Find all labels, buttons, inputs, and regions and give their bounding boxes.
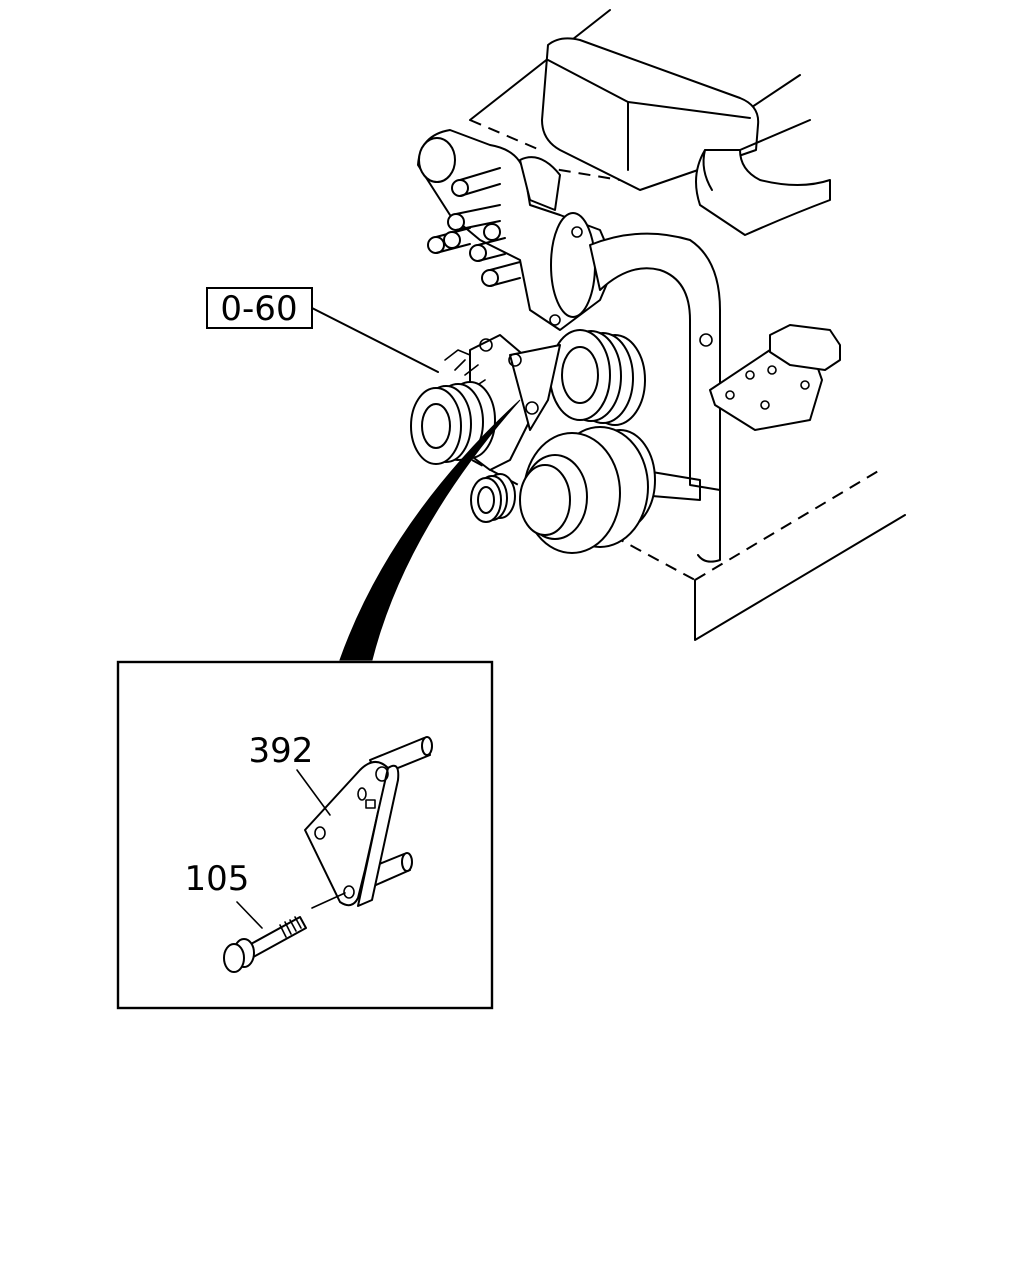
engine-assembly-icon [410, 9, 906, 641]
reference-label: 0-60 [206, 287, 313, 329]
flange-bolt-icon [223, 892, 346, 973]
callout-392-label: 392 [249, 731, 314, 771]
reference-leader-line [311, 307, 439, 373]
detail-box [116, 660, 494, 1010]
detail-pointer [339, 399, 521, 661]
reference-label-text: 0-60 [220, 289, 297, 329]
callout-392-leader [296, 769, 331, 816]
callout-105-label: 105 [185, 859, 250, 899]
bracket-part-icon [304, 736, 433, 907]
callout-105-leader [236, 901, 263, 929]
